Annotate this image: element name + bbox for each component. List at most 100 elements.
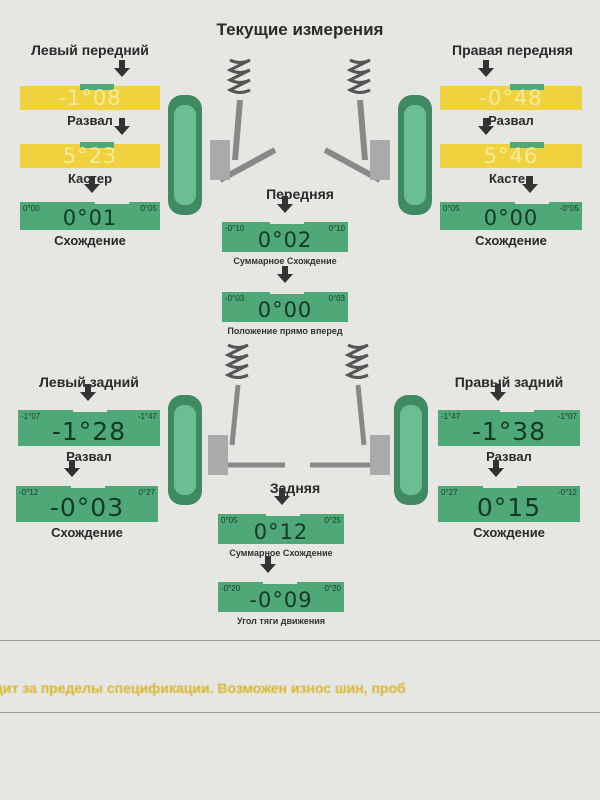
spec-range-notch [510, 84, 544, 90]
front-straight-ahead-min: -0°03 [225, 294, 245, 303]
left-rear-toe-min: -0°12 [19, 488, 39, 497]
right-rear-toe-label: Схождение [473, 525, 545, 540]
spec-range-notch [500, 402, 534, 412]
spec-range-notch [266, 506, 300, 516]
right-rear-toe-gauge: 0°27 -0°12 0°15 [438, 478, 580, 522]
divider [0, 712, 600, 713]
spec-range-notch [80, 142, 114, 148]
front-total-toe-value: 0°02 [257, 228, 313, 252]
right-rear-heading: Правый задний [454, 374, 564, 390]
right-front-toe-max: -0°05 [559, 204, 579, 213]
front-straight-ahead-label: Положение прямо вперед [227, 326, 343, 336]
right-rear-camber-bar [438, 410, 580, 446]
spec-range-notch [73, 402, 107, 412]
rear-total-toe-value: 0°12 [253, 520, 309, 544]
left-front-camber-gauge: -1°08 [20, 78, 160, 110]
right-front-caster-bar [440, 144, 582, 168]
left-rear-toe-label: Схождение [51, 525, 123, 540]
front-straight-ahead-max: 0°03 [328, 294, 345, 303]
left-front-toe-gauge: 0°00 0°05 0°01 [20, 194, 160, 230]
rear-total-toe-max: 0°25 [324, 516, 341, 525]
front-straight-ahead-bar [222, 292, 348, 322]
right-rear-camber-min: -1°47 [441, 412, 461, 421]
right-rear-camber-value: -1°38 [471, 417, 547, 446]
spec-range-notch [515, 194, 549, 204]
front-total-toe-bar [222, 222, 348, 252]
spec-range-notch [270, 214, 304, 224]
spec-range-notch [270, 284, 304, 294]
front-heading: Передняя [266, 186, 334, 202]
front-total-toe-min: -0°10 [225, 224, 245, 233]
left-rear-camber-max: -1°47 [137, 412, 157, 421]
rear-thrust-angle-value: -0°09 [249, 588, 313, 612]
left-rear-camber-value: -1°28 [51, 417, 127, 446]
left-rear-camber-min: -1°07 [21, 412, 41, 421]
front-total-toe-max: 0°10 [328, 224, 345, 233]
left-front-heading: Левый передний [31, 42, 149, 58]
right-rear-toe-max: -0°12 [557, 488, 577, 497]
rear-total-toe-min: 0°05 [221, 516, 238, 525]
left-front-camber-value: -1°08 [58, 86, 122, 110]
right-front-toe-value: 0°00 [483, 206, 539, 230]
right-rear-toe-bar [438, 486, 580, 522]
rear-heading: Задняя [269, 480, 321, 496]
right-rear-camber-label: Развал [486, 449, 532, 464]
left-front-caster-bar [20, 144, 160, 168]
right-rear-toe-value: 0°15 [476, 493, 542, 522]
right-front-camber-value: -0°48 [479, 86, 543, 110]
right-front-toe-min: 0°05 [443, 204, 460, 213]
front-suspension-illustration [168, 58, 432, 215]
right-front-toe-bar [440, 202, 582, 230]
spec-range-notch [483, 478, 517, 488]
rear-suspension-illustration [168, 343, 428, 505]
left-front-toe-value: 0°01 [62, 206, 118, 230]
left-rear-toe-value: -0°03 [49, 493, 125, 522]
left-rear-heading: Левый задний [39, 374, 139, 390]
left-front-toe-max: 0°05 [140, 204, 157, 213]
spec-range-notch [263, 574, 297, 584]
left-front-camber-bar [20, 86, 160, 110]
left-rear-camber-gauge: -1°07 -1°47 -1°28 [18, 402, 160, 446]
left-front-toe-bar [20, 202, 160, 230]
rear-thrust-angle-gauge: -0°20 0°20 -0°09 [218, 574, 344, 612]
rear-thrust-angle-label: Угол тяги движения [236, 616, 326, 626]
right-front-caster-value: 5°46 [483, 144, 539, 168]
right-rear-camber-gauge: -1°47 -1°07 -1°38 [438, 402, 580, 446]
right-front-camber-label: Развал [488, 113, 534, 128]
right-rear-toe-min: 0°27 [441, 488, 458, 497]
divider [0, 640, 600, 641]
rear-total-toe-bar [218, 514, 344, 544]
right-front-heading: Правая передняя [452, 42, 573, 58]
spec-range-notch [510, 142, 544, 148]
spec-range-notch [80, 84, 114, 90]
left-rear-camber-bar [18, 410, 160, 446]
right-front-camber-bar [440, 86, 582, 110]
left-front-caster-gauge: 5°23 [20, 136, 160, 168]
spec-range-notch [71, 478, 105, 488]
right-front-camber-gauge: -0°48 [440, 78, 582, 110]
front-straight-ahead-gauge: -0°03 0°03 0°00 [222, 284, 348, 322]
front-total-toe-gauge: -0°10 0°10 0°02 [222, 214, 348, 252]
left-front-toe-label: Схождение [54, 233, 126, 248]
rear-total-toe-gauge: 0°05 0°25 0°12 [218, 506, 344, 544]
front-straight-ahead-value: 0°00 [257, 298, 313, 322]
rear-thrust-angle-bar [218, 582, 344, 612]
spec-range-notch [95, 194, 129, 204]
left-front-caster-value: 5°23 [62, 144, 118, 168]
right-front-toe-label: Схождение [475, 233, 547, 248]
left-rear-toe-gauge: -0°12 0°27 -0°03 [16, 478, 158, 522]
left-front-camber-label: Развал [67, 113, 113, 128]
front-total-toe-label: Суммарное Схождение [233, 256, 337, 266]
rear-thrust-angle-min: -0°20 [221, 584, 241, 593]
rear-thrust-angle-max: 0°20 [324, 584, 341, 593]
rear-total-toe-label: Суммарное Схождение [229, 548, 333, 558]
left-front-toe-min: 0°00 [23, 204, 40, 213]
left-rear-toe-bar [16, 486, 158, 522]
footer-note: дит за пределы спецификации. Возможен из… [0, 680, 406, 696]
right-rear-camber-max: -1°07 [557, 412, 577, 421]
right-front-caster-label: Кастер [488, 171, 534, 186]
right-front-caster-gauge: 5°46 [440, 136, 582, 168]
left-rear-toe-max: 0°27 [138, 488, 155, 497]
right-front-toe-gauge: 0°05 -0°05 0°00 [440, 194, 582, 230]
report-title: Текущие измерения [216, 20, 384, 39]
